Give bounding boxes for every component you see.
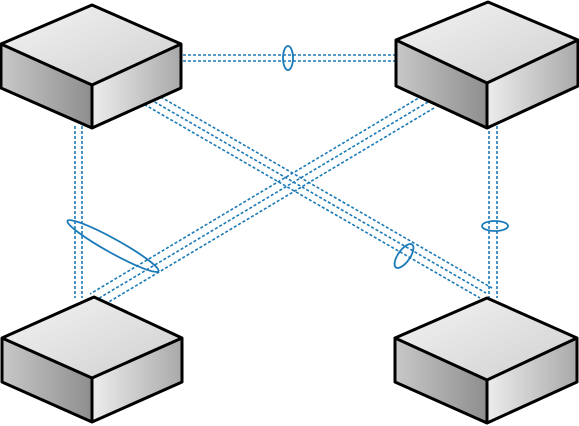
link-right-vertical xyxy=(489,126,497,298)
switch-bottom-right xyxy=(395,298,577,423)
switch-bottom-left xyxy=(2,297,182,422)
link-diagonal-topleft-bottomright xyxy=(140,92,492,298)
link-top-horizontal xyxy=(178,55,398,61)
bundle-marker-diagonal-left xyxy=(64,215,162,278)
link-diagonal-topright-bottomleft xyxy=(90,96,434,306)
link-left-vertical xyxy=(75,126,82,298)
bundle-marker-top xyxy=(283,46,293,70)
bundle-marker-right xyxy=(482,221,508,231)
switch-top-right xyxy=(396,2,578,128)
